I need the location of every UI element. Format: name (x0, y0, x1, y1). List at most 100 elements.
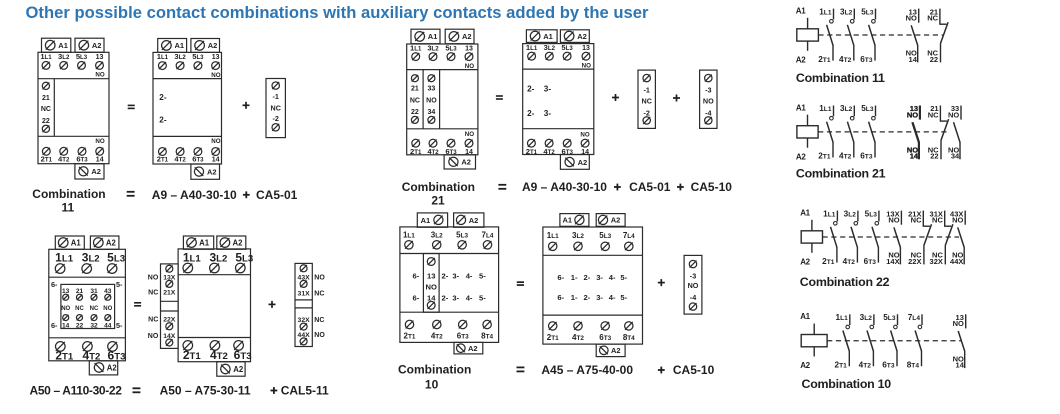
svg-text:A9 – A40-30-10: A9 – A40-30-10 (152, 188, 237, 202)
svg-text:5L3: 5L3 (861, 104, 874, 113)
svg-text:CA5-10: CA5-10 (691, 180, 733, 194)
svg-text:4T2: 4T2 (839, 152, 852, 161)
svg-text:13X: 13X (163, 275, 176, 282)
svg-text:A2: A2 (468, 344, 478, 353)
svg-text:2T1: 2T1 (183, 348, 202, 362)
svg-text:NO: NO (907, 110, 918, 119)
svg-text:5L3: 5L3 (192, 52, 204, 61)
svg-text:CA5-01: CA5-01 (629, 180, 671, 194)
svg-text:14: 14 (581, 149, 589, 156)
svg-text:4T2: 4T2 (839, 55, 852, 64)
svg-text:3L2: 3L2 (544, 43, 556, 52)
svg-text:6T3: 6T3 (562, 147, 574, 156)
svg-text:8T4: 8T4 (907, 361, 920, 370)
svg-text:6-: 6- (557, 293, 564, 302)
svg-text:A2: A2 (800, 257, 810, 266)
svg-text:32X: 32X (298, 317, 311, 324)
svg-text:7L4: 7L4 (623, 231, 635, 240)
svg-text:14X: 14X (163, 333, 176, 340)
svg-text:NO: NO (703, 97, 714, 106)
svg-text:32X: 32X (930, 257, 943, 266)
svg-text:Combination: Combination (398, 363, 471, 377)
svg-text:NO: NO (95, 72, 104, 79)
svg-text:43X: 43X (950, 209, 963, 218)
svg-text:32: 32 (90, 323, 98, 330)
svg-text:4T2: 4T2 (58, 155, 70, 164)
svg-text:22: 22 (76, 323, 84, 330)
svg-text:4T2: 4T2 (82, 348, 100, 362)
svg-text:13: 13 (62, 288, 70, 295)
svg-text:NO: NO (948, 110, 959, 119)
svg-text:13X: 13X (886, 209, 899, 218)
svg-text:Combination 11: Combination 11 (796, 71, 885, 85)
svg-text:1L1: 1L1 (547, 231, 559, 240)
svg-text:6T3: 6T3 (76, 155, 88, 164)
svg-text:3-: 3- (452, 272, 459, 281)
svg-text:13: 13 (465, 45, 473, 52)
svg-text:2T1: 2T1 (818, 55, 831, 64)
svg-text:21: 21 (431, 194, 445, 208)
svg-text:2-: 2- (584, 293, 591, 302)
svg-text:5-: 5- (479, 293, 486, 302)
svg-text:Combination 10: Combination 10 (802, 377, 892, 391)
svg-text:NO: NO (952, 215, 963, 224)
svg-text:34: 34 (951, 152, 960, 161)
svg-text:1L1: 1L1 (55, 250, 74, 264)
svg-text:NO: NO (426, 98, 437, 105)
svg-text:NC: NC (271, 104, 281, 113)
svg-text:A1: A1 (175, 41, 185, 50)
svg-text:4T2: 4T2 (431, 332, 443, 341)
svg-text:21X: 21X (163, 290, 176, 297)
svg-text:Other possible contact combina: Other possible contact combinations with… (26, 3, 650, 22)
svg-text:6-: 6- (51, 321, 58, 330)
svg-text:11: 11 (62, 201, 75, 215)
svg-text:NO: NO (888, 251, 899, 260)
svg-text:NO: NO (906, 13, 917, 22)
svg-text:5L3: 5L3 (599, 231, 611, 240)
svg-text:NO: NO (906, 49, 917, 58)
svg-text:13: 13 (910, 104, 918, 113)
svg-text:Combination: Combination (402, 180, 475, 194)
svg-text:NC: NC (410, 98, 420, 105)
svg-text:NO: NO (465, 63, 474, 70)
svg-text:3-: 3- (452, 293, 459, 302)
svg-text:A1: A1 (199, 239, 210, 248)
svg-text:6T3: 6T3 (882, 361, 895, 370)
svg-text:-1: -1 (272, 92, 278, 101)
svg-text:1L1: 1L1 (403, 230, 415, 239)
svg-text:22: 22 (411, 109, 419, 116)
svg-text:NC: NC (148, 316, 158, 323)
svg-text:A1: A1 (796, 7, 806, 16)
svg-text:5L3: 5L3 (445, 43, 457, 52)
svg-text:3L2: 3L2 (431, 230, 443, 239)
svg-text:NC: NC (75, 306, 84, 312)
svg-text:5-: 5- (620, 273, 627, 282)
svg-text:-3: -3 (705, 86, 711, 95)
svg-text:10: 10 (425, 378, 439, 392)
svg-text:5-: 5- (116, 280, 123, 289)
svg-text:3L2: 3L2 (844, 209, 857, 218)
svg-text:13: 13 (96, 54, 104, 61)
svg-text:A2: A2 (106, 239, 117, 248)
svg-text:4T2: 4T2 (572, 333, 584, 342)
svg-text:1L1: 1L1 (526, 43, 538, 52)
svg-text:44: 44 (104, 323, 112, 330)
svg-text:CA5-01: CA5-01 (256, 188, 298, 202)
svg-text:2T1: 2T1 (818, 152, 831, 161)
svg-text:44X: 44X (298, 332, 311, 339)
svg-text:3L2: 3L2 (209, 250, 227, 264)
svg-text:6T3: 6T3 (457, 332, 469, 341)
svg-text:2-: 2- (584, 273, 591, 282)
svg-text:Combination: Combination (32, 187, 105, 201)
svg-text:NO: NO (948, 146, 959, 155)
svg-text:NC: NC (90, 306, 99, 312)
svg-text:-4: -4 (705, 109, 711, 118)
svg-text:NC: NC (927, 49, 938, 58)
svg-text:NO: NO (211, 72, 220, 79)
svg-text:3L2: 3L2 (427, 43, 439, 52)
svg-text:14: 14 (910, 152, 919, 161)
svg-text:21: 21 (930, 104, 938, 113)
svg-text:A1: A1 (800, 209, 810, 218)
svg-text:43: 43 (104, 288, 112, 295)
svg-text:NC: NC (911, 215, 922, 224)
